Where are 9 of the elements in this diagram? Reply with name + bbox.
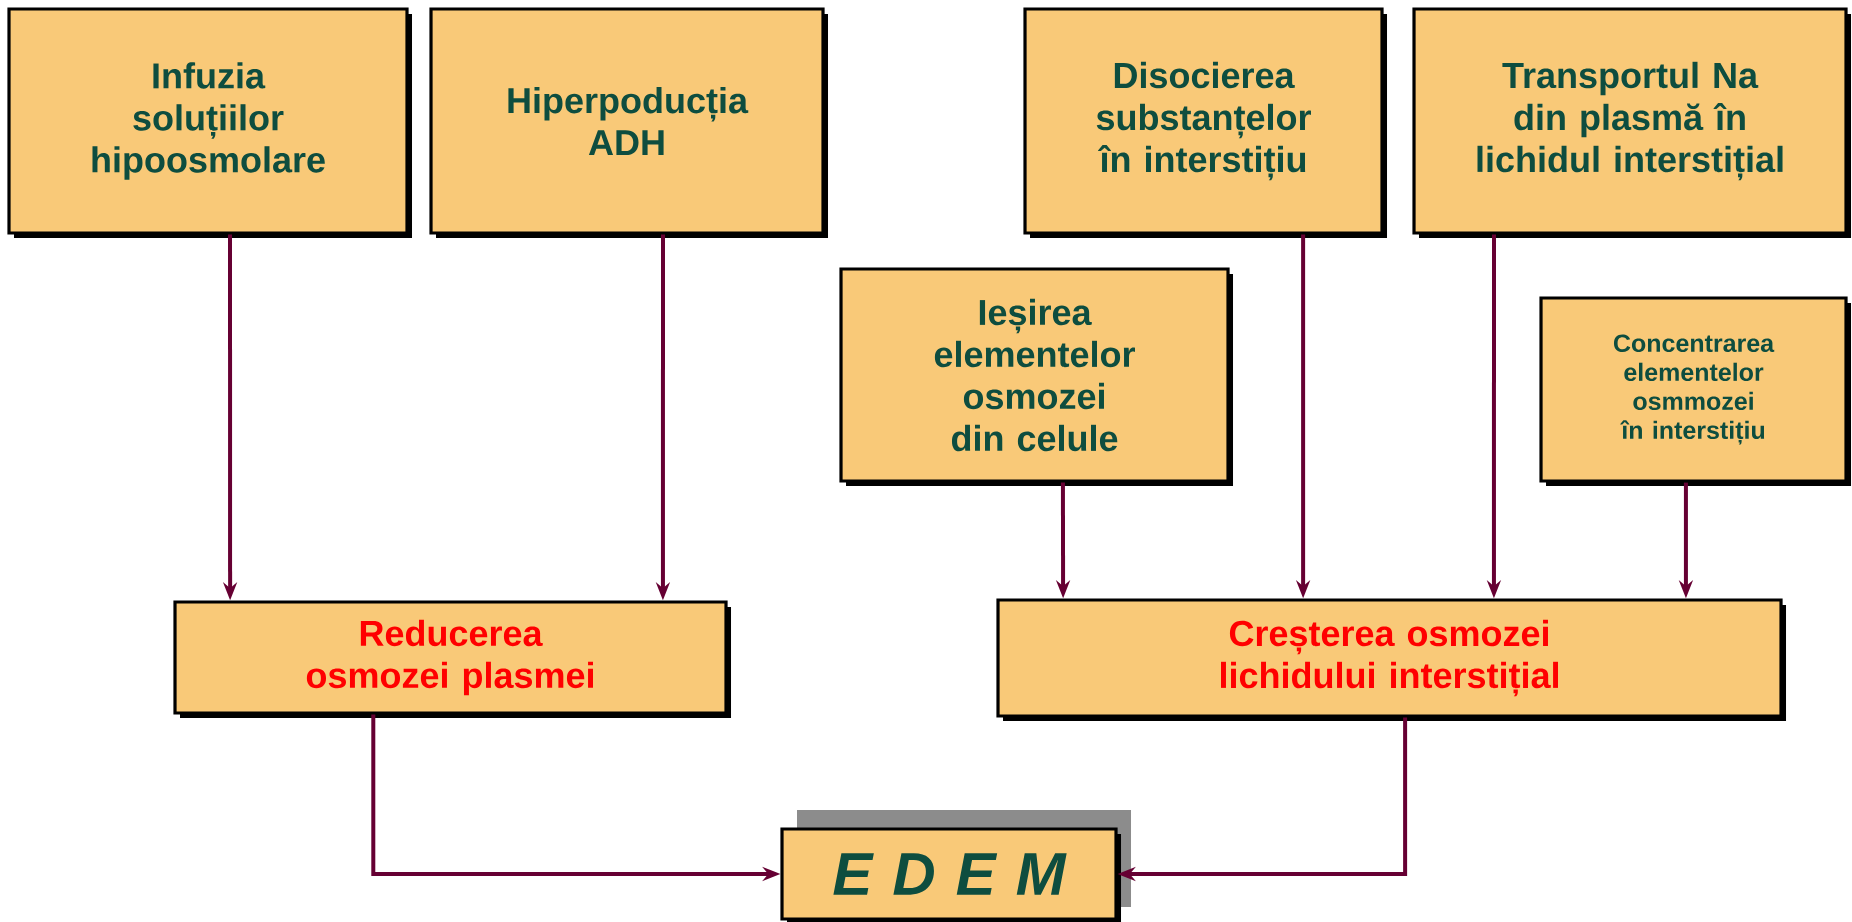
cause-box: Transportul Na din plasmă în lichidul interstițial: [1412, 7, 1851, 238]
result-box: E D E M: [780, 827, 1121, 922]
cause-box: Concentrarea elementelor osmmozei în interstițiu: [1539, 296, 1851, 486]
cause-box: Infuzia soluțiilor hipoosmolare: [7, 7, 412, 238]
cause-box: Hiperpoducția ADH: [429, 7, 828, 238]
cause-box: Ieșirea elementelor osmozei din celule: [839, 267, 1233, 486]
effect-box: Creșterea osmozei lichidului interstițial: [996, 598, 1786, 721]
effect-box: Reducerea osmozei plasmei: [173, 600, 731, 718]
cause-box: Disocierea substanțelor în interstițiu: [1023, 7, 1387, 238]
